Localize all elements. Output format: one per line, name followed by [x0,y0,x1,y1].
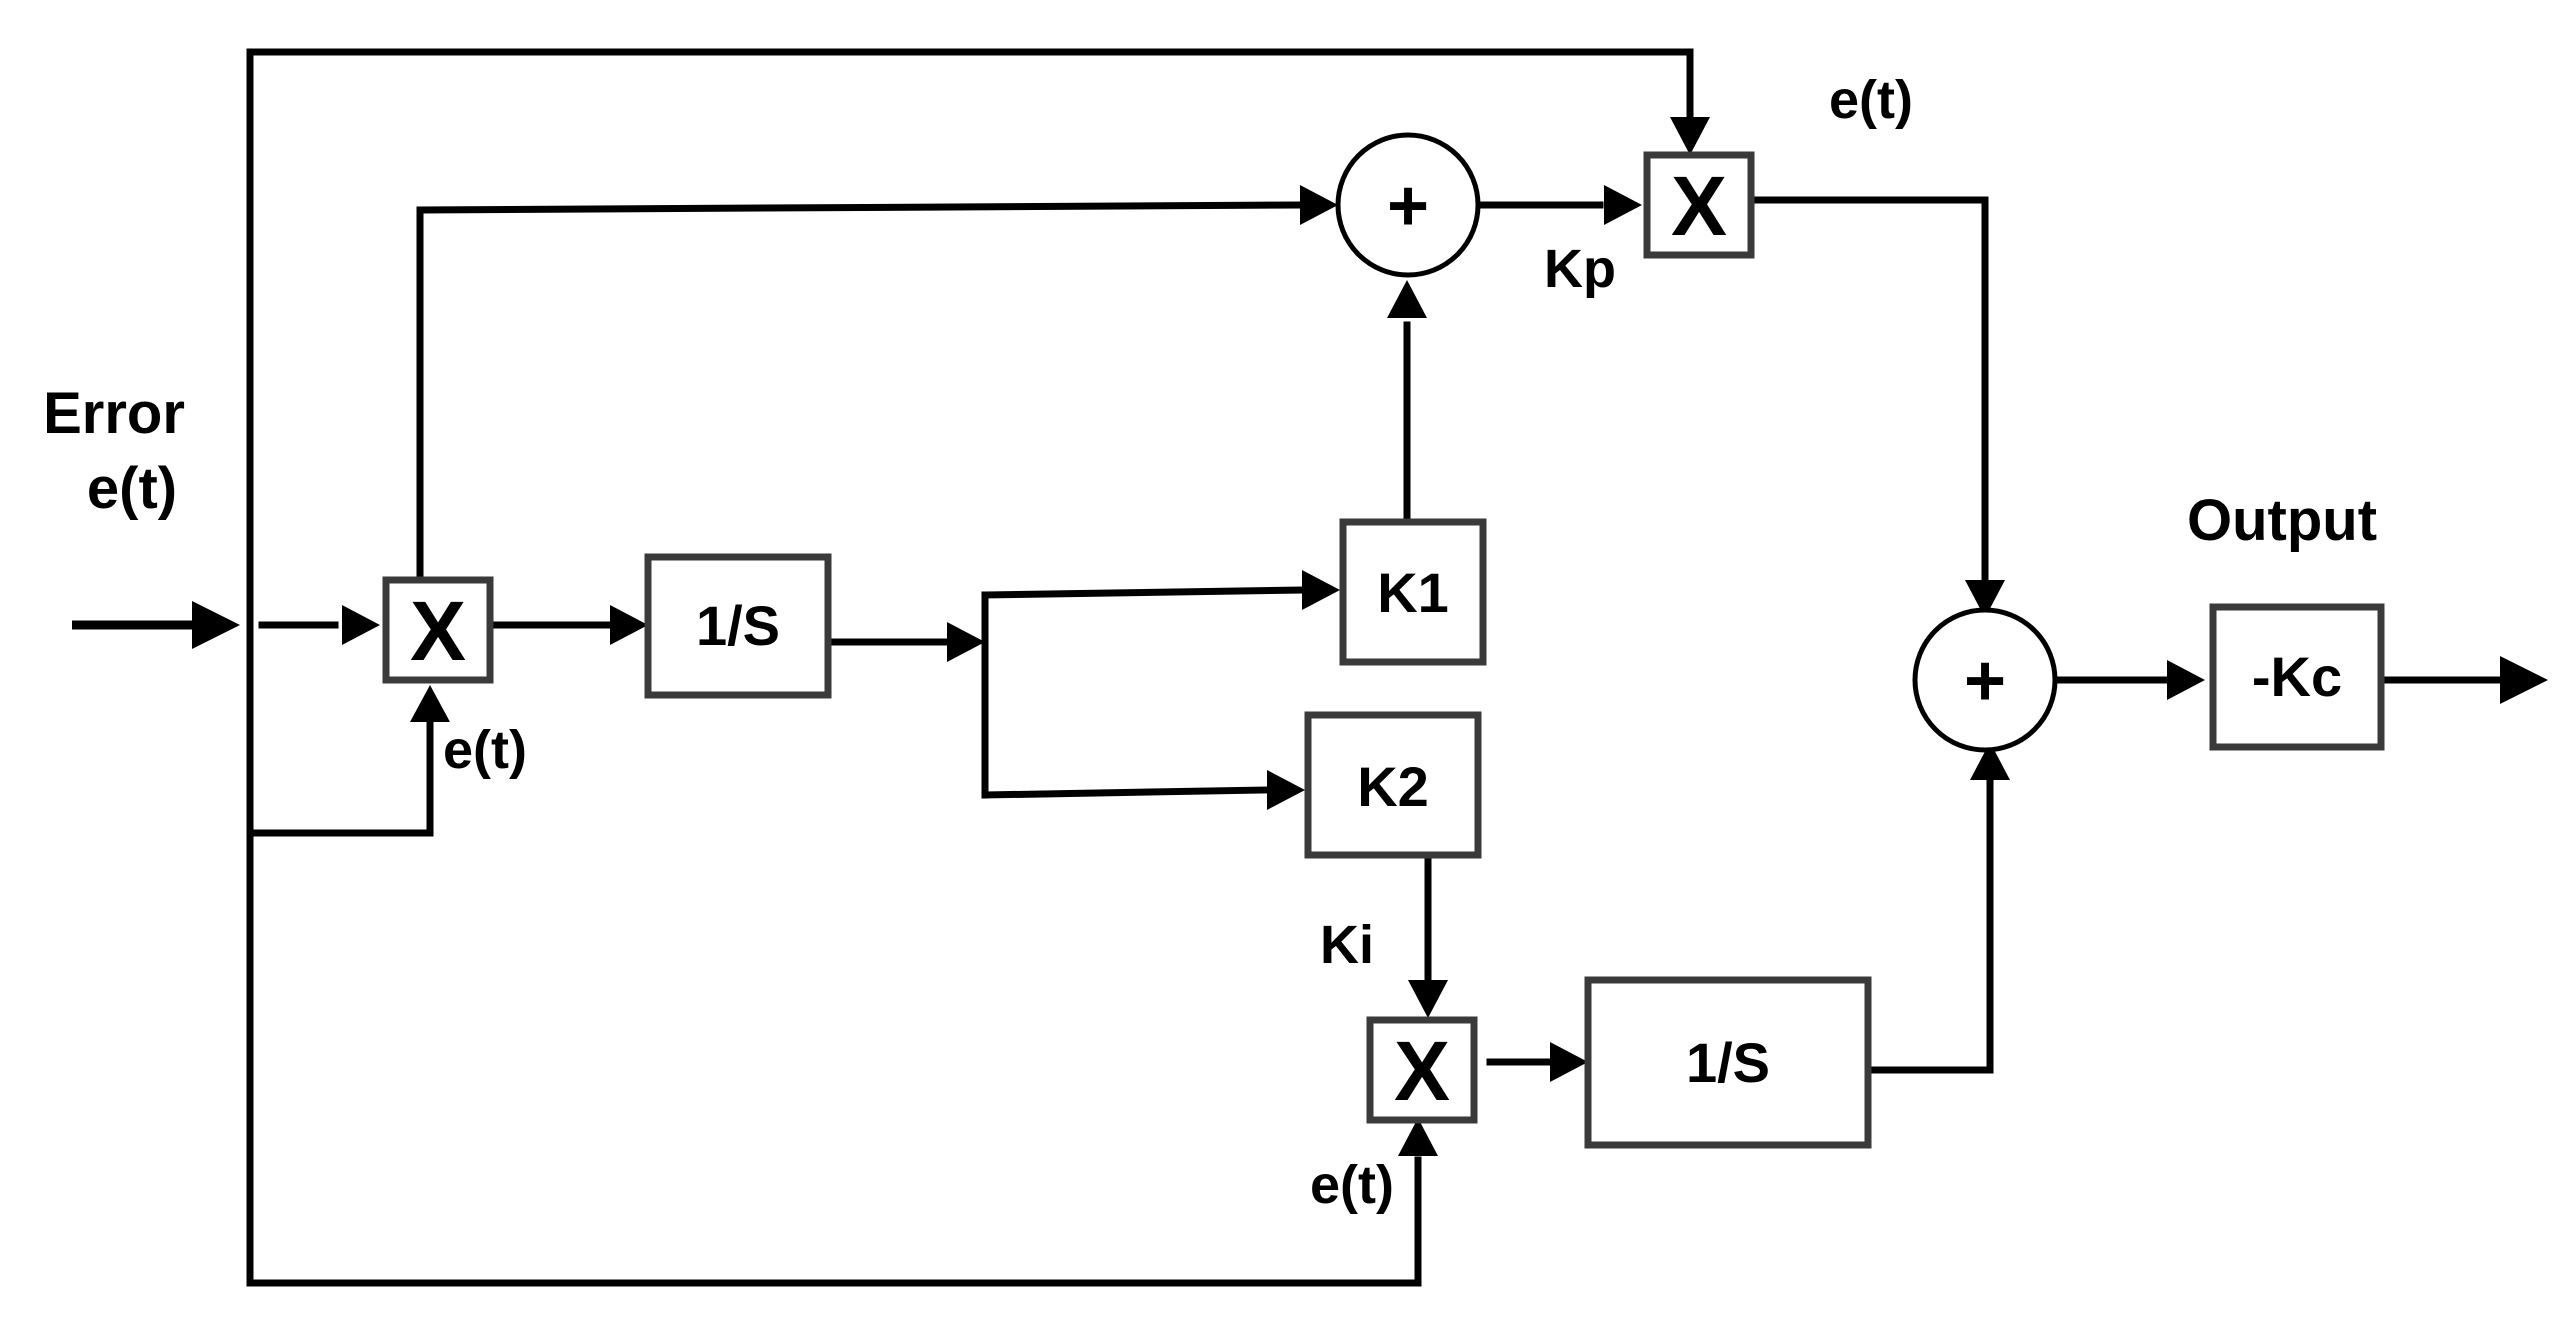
summing-junction-output: + [1912,607,2058,753]
wire-bus-to-bottom-mult [246,1156,1422,1287]
wire-bus-to-mult1-bottom [246,721,434,837]
arrowhead-into-mult1-bottom [410,685,450,722]
multiplier-top: X [1643,151,1755,259]
input-label-error: Error [43,381,185,446]
arrowhead-into-bottom-mult-bottom [1398,1118,1438,1156]
block-integrator-1: 1/S [644,553,832,699]
wire-split-to-k1 [981,586,1304,599]
input-label-et: e(t) [87,456,177,521]
block-gain-k1: K1 [1339,518,1487,666]
arrowhead-into-k2 [1267,770,1305,810]
wire-mult1-to-top-sum [416,201,1304,581]
arrowhead-into-kc [2167,660,2205,700]
block-integrator-2: 1/S [1584,976,1872,1149]
multiplier-1-symbol: X [410,584,466,678]
arrowheads [192,117,2548,1156]
arrowhead-after-int1 [947,622,985,662]
arrowhead-into-k1 [1302,570,1340,610]
wire-top-mult-to-output-sum [1746,196,1989,584]
arrowhead-into-top-sum-bottom [1387,280,1427,318]
arrowhead-into-int1 [610,605,648,645]
arrowhead-into-mult1 [342,605,380,645]
arrowhead-into-bottom-mult [1408,980,1448,1018]
arrowhead-input [192,601,240,649]
multiplier-top-symbol: X [1671,159,1727,253]
summing-junction-top: + [1335,132,1481,278]
multiplier-1: X [382,576,494,684]
multiplier-bottom: X [1366,1016,1478,1124]
arrowhead-into-int2 [1550,1042,1588,1082]
block-gain-k2: K2 [1304,711,1482,859]
block-gain-kc: -Kc [2209,603,2385,751]
integrator-1-label: 1/S [696,594,780,657]
wire-int2-to-output-sum [1866,776,1994,1074]
multiplier-bottom-symbol: X [1394,1024,1450,1118]
arrowhead-output [2500,656,2548,704]
integrator-2-label: 1/S [1686,1031,1770,1094]
arrowhead-into-output-sum-bottom [1970,742,2010,780]
sum-output-symbol: + [1964,641,2006,721]
signal-label-ki: Ki [1320,915,1374,975]
signal-label-et-bottom: e(t) [1310,1155,1394,1215]
signal-label-et-top: e(t) [1829,70,1913,130]
arrowhead-into-top-mult-left [1604,185,1642,225]
signal-wires [72,48,2504,1287]
signal-label-et-mult1: e(t) [443,720,527,780]
gain-k1-label: K1 [1377,561,1449,624]
wire-split-to-k2 [981,786,1269,799]
output-label: Output [2187,488,2377,553]
gain-k2-label: K2 [1357,755,1429,818]
arrowhead-into-top-mult-top [1670,117,1710,155]
arrowhead-into-top-sum-left [1300,185,1338,225]
gain-kc-label: -Kc [2252,645,2342,708]
arrowhead-into-output-sum-top [1965,580,2005,618]
signal-label-kp: Kp [1544,239,1616,299]
sum-top-symbol: + [1387,166,1429,246]
